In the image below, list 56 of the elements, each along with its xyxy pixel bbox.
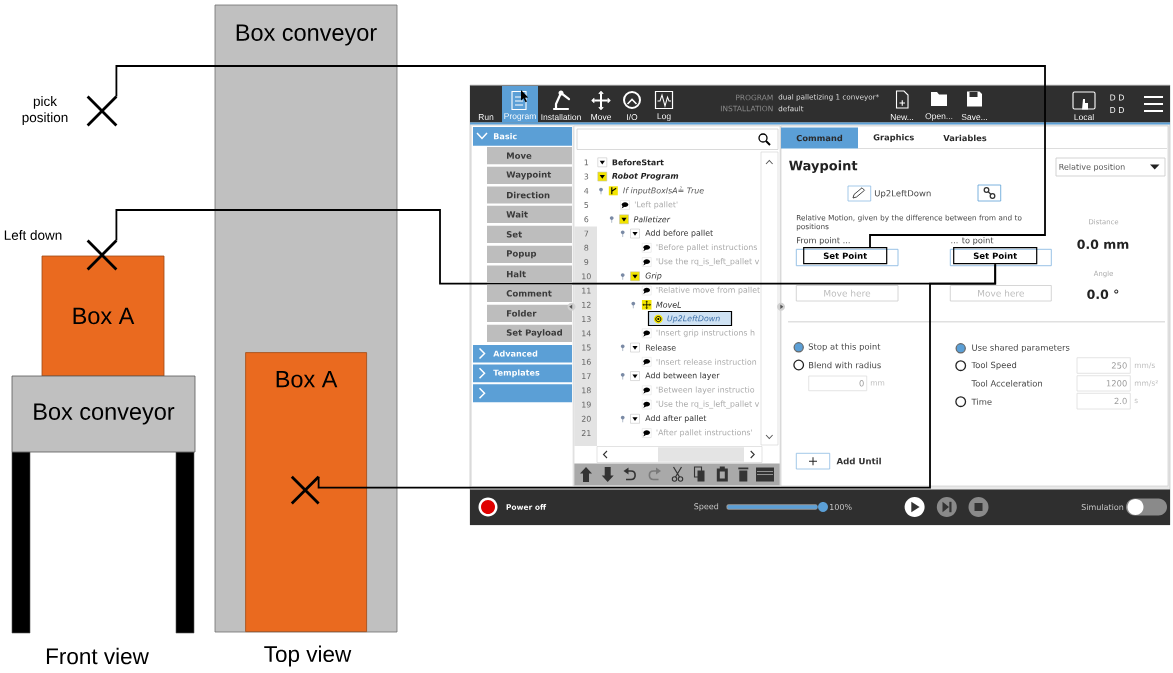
radio-label: Stop at this point [808,343,881,352]
menu-item: Halt [487,265,572,283]
tab-label: Variables [943,134,987,142]
icon-caption: Open... [925,113,953,121]
icon-caption: New... [890,114,914,120]
radio-label: Time [971,398,992,405]
input-field: 1200 [1076,375,1131,392]
tab-label: Run [478,114,494,120]
button: Move here [795,285,899,302]
slider-label: Speed [694,503,719,511]
input-field: 2.0 [1076,392,1131,410]
readout-value: 0.0 mm [1077,239,1129,250]
slider-value: 100% [830,504,852,511]
node-caption: Left down [4,230,62,240]
connector-line [115,65,1046,248]
icon-caption: Save... [961,114,987,120]
radio-label: Blend with radius [809,361,881,369]
icon-caption: Local [1074,113,1094,121]
input-field: 250 [1076,357,1131,374]
menu-header: Basic [473,127,572,146]
cross-mark [290,475,320,505]
menu-header: Advanced [473,345,572,363]
tab-label: Graphics [873,134,914,142]
node-caption: From point ... [797,237,850,245]
menu-item: Move [487,147,572,165]
node-caption: pick position [22,96,68,125]
input-field: 0 [808,375,868,392]
radio-label: Use shared parameters [972,344,1070,353]
button: Move here [949,285,1052,302]
conveyor-block: Box conveyor [11,375,196,634]
set-point-button: Set Point [949,247,1052,267]
connector-line [317,263,997,489]
node-caption: ... to point [951,237,994,245]
cross-mark [86,95,118,127]
box-block: Box A [41,255,165,377]
radio-label: Tool Speed [971,361,1017,370]
view-caption: Top view [264,645,352,667]
status-text: D D [1110,94,1124,101]
tab-label: Move [591,114,611,120]
tab-label: Installation [541,113,581,121]
tab-label: I/O [627,113,638,121]
status-text: D D [1110,107,1124,113]
cross-mark [86,239,118,271]
panel-title: Waypoint [789,160,858,174]
readout-value: 0.0 ° [1087,289,1119,300]
tab-label: Log [657,113,671,121]
tab: Command [781,127,858,149]
toggle-label: Simulation [1081,503,1124,511]
menu-item: Direction [487,186,572,204]
box-block: Box A [245,352,367,632]
set-point-button: Set Point [795,247,899,267]
field-label: Tool Acceleration [971,380,1042,387]
dropdown: Relative position [1055,157,1166,177]
waypoint-name: Up2LeftDown [874,189,931,199]
view-caption: Front view [46,647,149,665]
action-label: Add Until [836,457,881,465]
